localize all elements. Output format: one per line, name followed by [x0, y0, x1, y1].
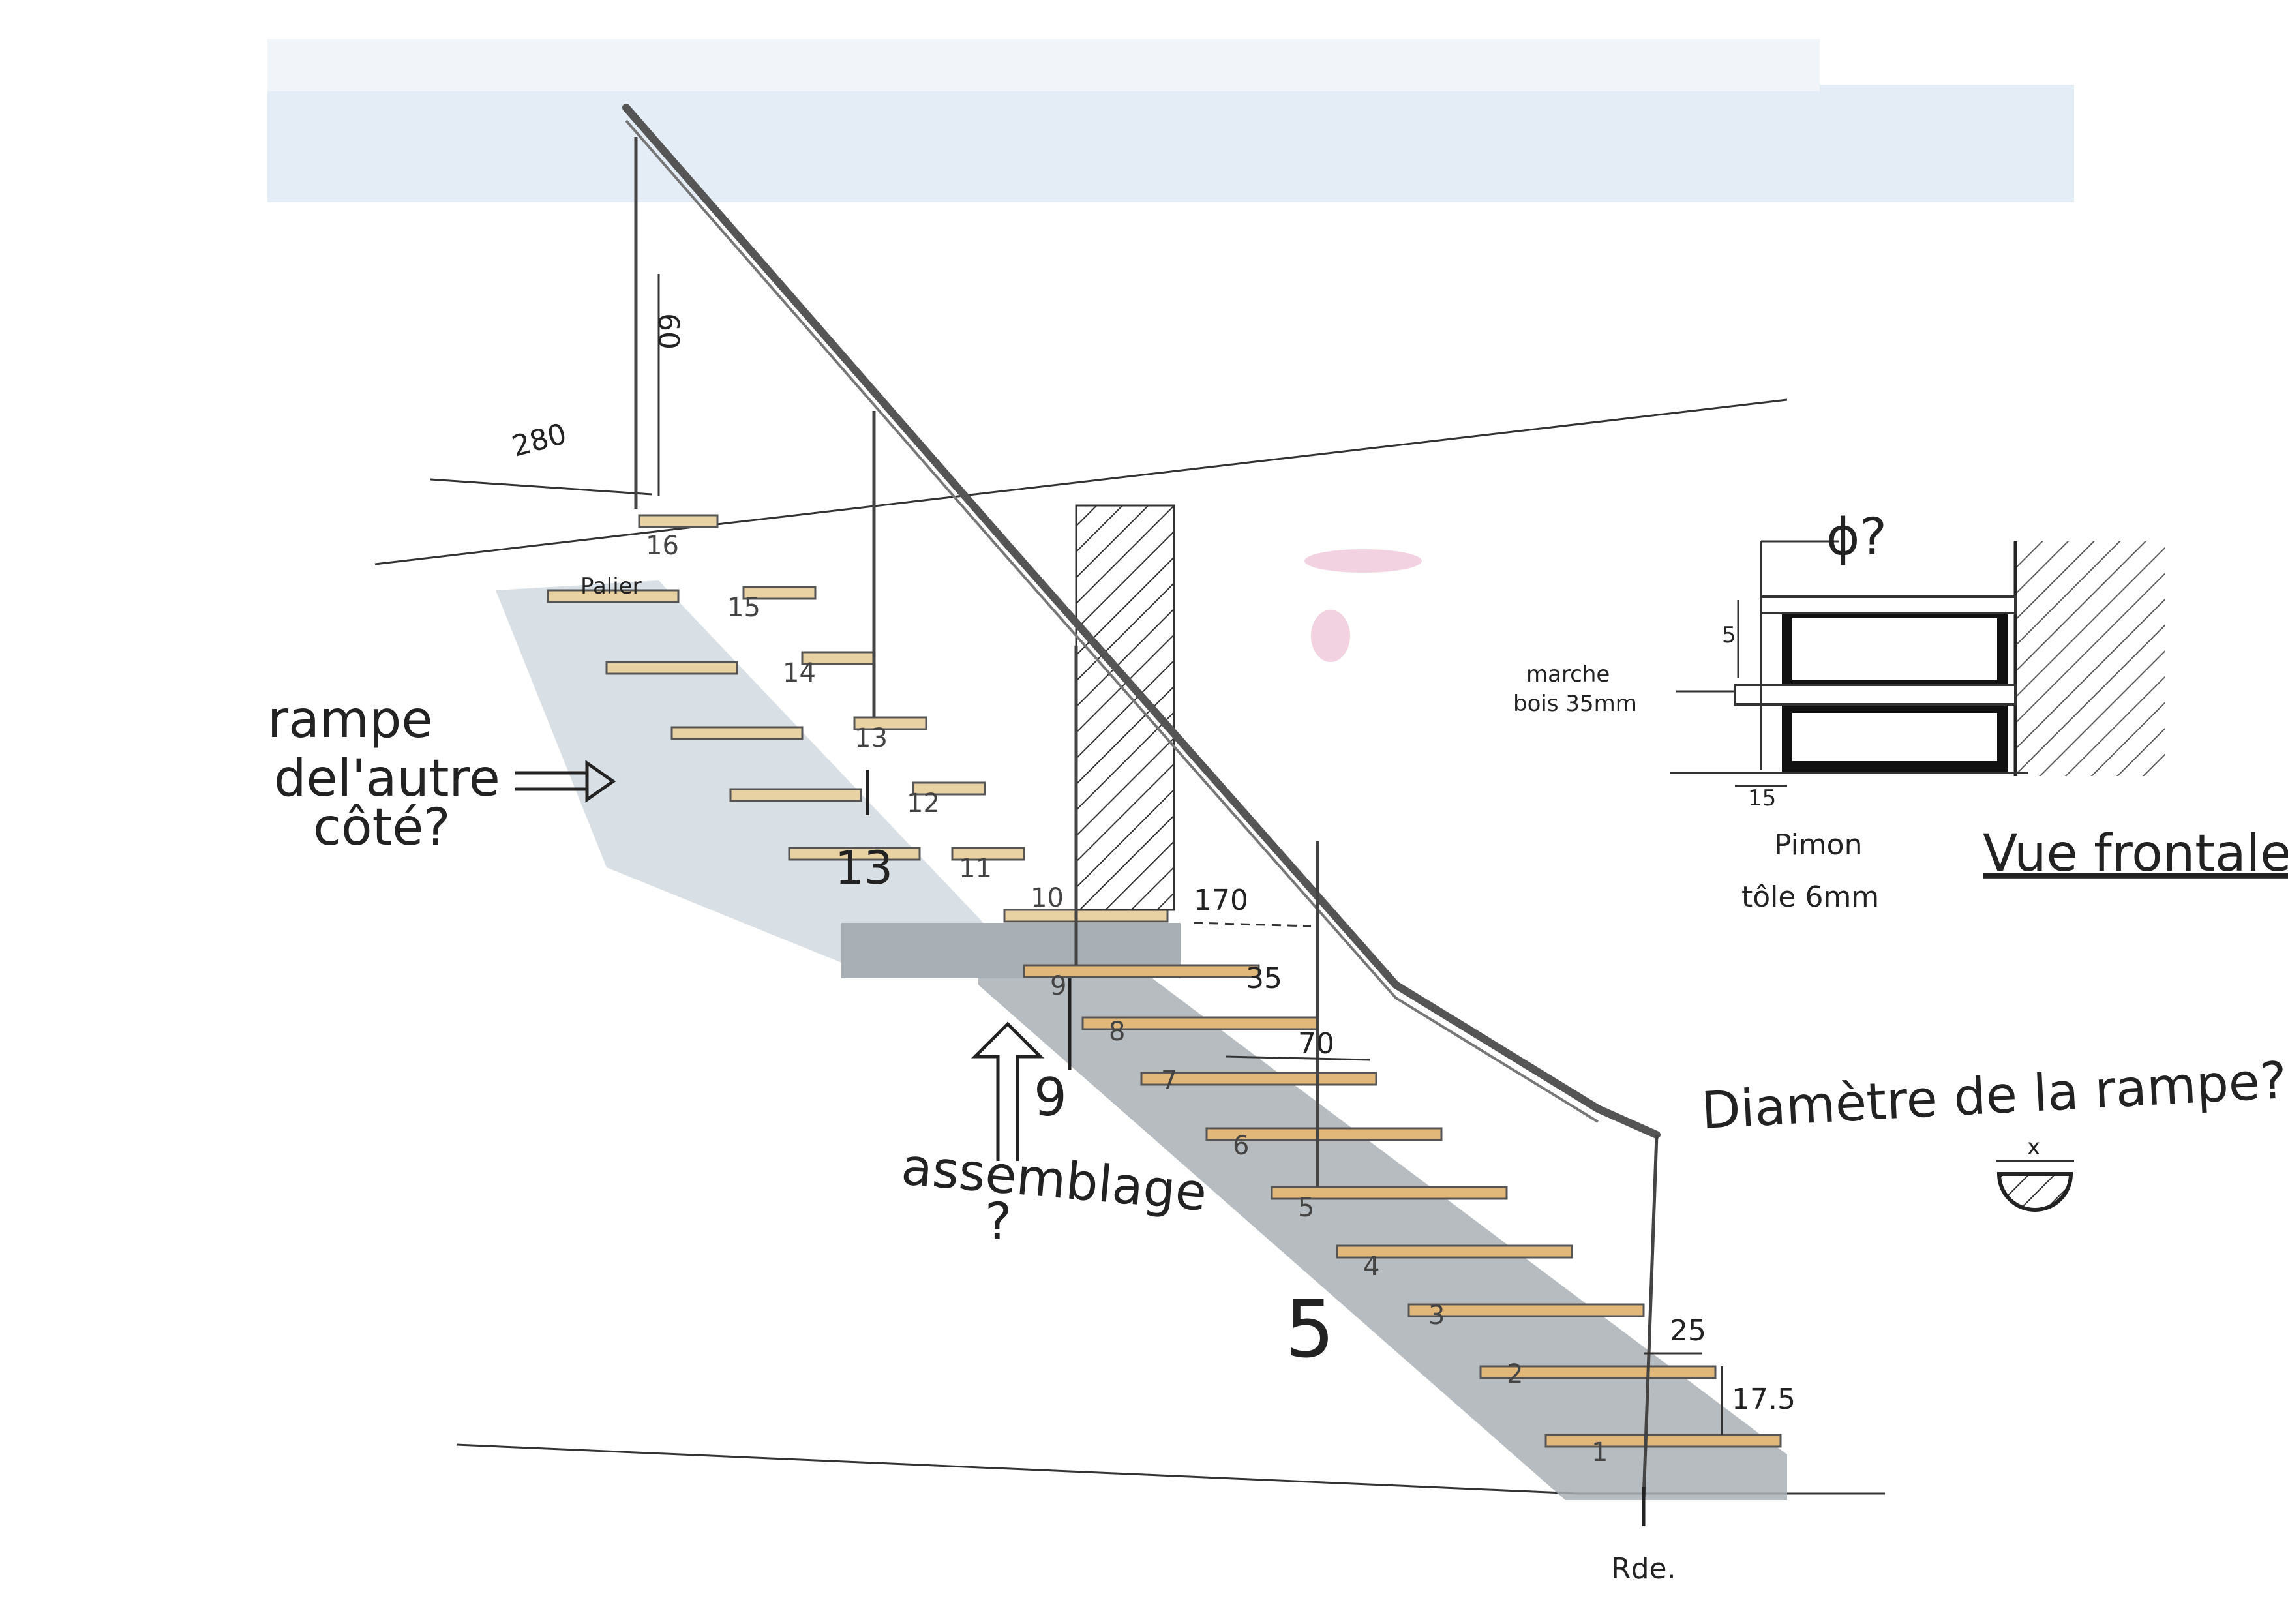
pink-smudge	[1304, 549, 1422, 573]
stringer-box-lower	[1782, 702, 2008, 772]
dim-170: 170	[1194, 884, 1248, 917]
stringer-box-upper	[1782, 608, 2008, 690]
dim-70: 70	[1298, 1027, 1334, 1060]
pink-smudge-2	[1311, 610, 1350, 662]
upper-stringer	[496, 580, 1017, 965]
step-number-1: 1	[1591, 1437, 1608, 1467]
wall-hatch-front	[2015, 541, 2165, 776]
marche-line1: marche	[1526, 661, 1610, 687]
tread-13	[853, 716, 927, 730]
upper-landing-line	[430, 478, 653, 496]
section-number-13: 13	[835, 841, 893, 895]
step-numbers: 1 2 3 4 5 6 7 8 9 10 11 12 13 14 15 16	[646, 531, 1608, 1467]
post-1	[1642, 1134, 1659, 1501]
scan-band-upper	[267, 39, 1820, 91]
section-number-9: 9	[1034, 1067, 1067, 1128]
step-number-3: 3	[1428, 1301, 1445, 1331]
step-number-11: 11	[959, 854, 992, 884]
tread-slab-mid	[1734, 684, 2017, 706]
vue-frontale-label: Vue frontale	[1983, 824, 2288, 883]
diameter-question: Diamètre de la rampe?	[1700, 1051, 2288, 1141]
handrail-edge	[625, 119, 1599, 1123]
tread-9	[1023, 964, 1260, 978]
dim-35: 35	[1246, 962, 1282, 995]
dim-60: 60	[652, 313, 685, 350]
ground-floor-line	[456, 1443, 1579, 1495]
arrows	[515, 760, 1646, 1526]
tread-3	[1407, 1303, 1645, 1317]
upper-treads	[547, 514, 1169, 923]
tread-slab-top	[1760, 595, 2017, 614]
tread-back-1	[788, 847, 921, 861]
tread-back-2	[729, 788, 862, 802]
tread-1	[1544, 1434, 1782, 1448]
phi-label: ϕ?	[1826, 508, 1887, 567]
balusters	[634, 137, 1659, 1501]
pimon-line1: Pimon	[1774, 828, 1862, 862]
dim-5: 5	[1722, 622, 1736, 648]
tread-2	[1479, 1365, 1717, 1379]
dim-70-line	[1226, 1055, 1370, 1061]
palier-label: Palier	[580, 573, 642, 599]
rampe-arrow	[515, 760, 616, 803]
scan-band	[267, 85, 2074, 202]
upper-floor-line	[374, 398, 1788, 565]
handrail	[622, 104, 1661, 1139]
tread-10	[1003, 909, 1169, 923]
step-number-2: 2	[1507, 1359, 1523, 1389]
tread-6	[1205, 1127, 1443, 1141]
diameter-symbol	[1996, 1160, 2074, 1212]
assemblage-arrow	[971, 1021, 1045, 1161]
tread-back-5	[547, 589, 680, 603]
step-number-4: 4	[1363, 1252, 1379, 1282]
lower-treads	[1023, 964, 1782, 1448]
dim-280: 280	[509, 417, 570, 464]
step-number-14: 14	[783, 658, 816, 688]
front-view-detail	[1670, 540, 2165, 787]
lower-stringer	[978, 965, 1787, 1500]
step-number-5: 5	[1298, 1193, 1314, 1223]
step-number-10: 10	[1031, 883, 1064, 913]
dim-15: 15	[1748, 785, 1776, 811]
assemblage-question: ?	[985, 1193, 1012, 1252]
step-number-6: 6	[1233, 1131, 1249, 1161]
tread-16	[638, 514, 719, 528]
tread-4	[1336, 1244, 1573, 1259]
step-number-16: 16	[646, 531, 679, 561]
marche-line2: bois 35mm	[1513, 691, 1637, 717]
tread-15	[742, 586, 817, 600]
step-number-8: 8	[1109, 1017, 1125, 1047]
step-number-9: 9	[1050, 971, 1066, 1001]
tread-11	[951, 847, 1025, 861]
pimon-line2: tôle 6mm	[1741, 880, 1879, 914]
section-number-5: 5	[1285, 1285, 1334, 1376]
tread-12	[912, 781, 986, 796]
dimension-lines	[657, 274, 1723, 1435]
wall-section	[1075, 504, 1175, 911]
step-number-13: 13	[854, 723, 888, 753]
tread-back-4	[605, 661, 738, 675]
rde-label: Rde.	[1611, 1552, 1676, 1586]
rampe-note-line3: côté?	[313, 798, 451, 857]
rampe-note-line1: rampe	[267, 691, 432, 749]
step-number-12: 12	[907, 789, 940, 819]
assemblage-note: assemblage	[899, 1137, 1209, 1223]
step-number-15: 15	[727, 593, 760, 623]
dim-170-line	[1193, 922, 1312, 927]
rampe-note-line2: del'autre	[274, 749, 500, 808]
dim-17-5: 17.5	[1732, 1383, 1796, 1416]
step-number-7: 7	[1161, 1066, 1177, 1096]
dim-25: 25	[1670, 1314, 1706, 1347]
tread-5	[1271, 1186, 1508, 1200]
diameter-x-label: x	[2027, 1134, 2040, 1160]
rail-section-half	[1996, 1172, 2073, 1212]
tread-back-3	[670, 726, 804, 740]
